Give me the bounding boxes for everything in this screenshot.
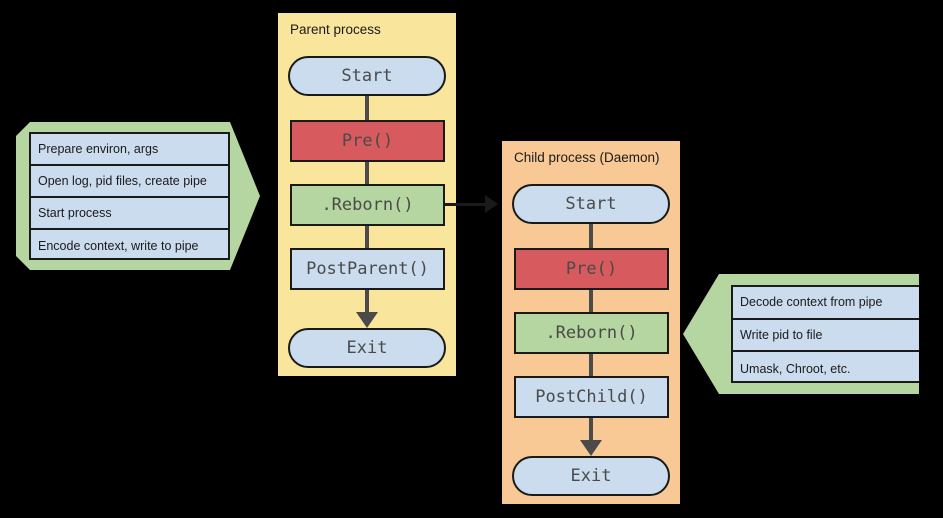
child-node-exit[interactable]: Exit [512,456,670,496]
cross-connector-reborn-to-child [445,203,485,206]
parent-connector-reborn-postparent [365,224,369,256]
list-item: Encode context, write to pipe [38,239,199,253]
child-connector-postchild-exit [589,416,593,452]
callout-child-reborn: Decode context from pipe Write pid to fi… [683,274,919,394]
cross-connector-arrowhead [485,195,498,213]
parent-connector-postparent-exit [365,288,369,324]
list-item: Prepare environ, args [31,134,228,166]
list-item: Decode context from pipe [733,287,919,320]
parent-process-title: Parent process [290,22,381,37]
parent-node-postparent[interactable]: PostParent() [290,248,445,290]
child-process-title: Child process (Daemon) [514,150,660,165]
child-arrowhead-exit [580,440,602,456]
parent-connector-pre-reborn [365,160,369,192]
parent-node-start[interactable]: Start [288,56,446,96]
list-item: Open log, pid files, create pipe [31,166,228,198]
list-item: Start process [31,198,228,230]
child-node-pre[interactable]: Pre() [514,248,669,290]
callout-parent-reborn: Prepare environ, args Open log, pid file… [16,122,260,270]
child-connector-reborn-postchild [589,352,593,384]
parent-connector-start-pre [365,92,369,132]
parent-arrowhead-exit [356,312,378,328]
callout-child-reborn-list: Decode context from pipe Write pid to fi… [731,285,919,383]
child-connector-start-pre [589,220,593,260]
child-connector-pre-reborn [589,288,593,320]
list-item: Umask, Chroot, etc. [740,361,851,376]
child-node-reborn[interactable]: .Reborn() [514,312,669,354]
child-node-start[interactable]: Start [512,184,670,224]
parent-node-reborn[interactable]: .Reborn() [290,184,445,226]
parent-node-exit[interactable]: Exit [288,328,446,368]
child-node-postchild[interactable]: PostChild() [514,376,669,418]
parent-node-pre[interactable]: Pre() [290,120,445,162]
list-item: Write pid to file [733,320,919,353]
callout-parent-reborn-list: Prepare environ, args Open log, pid file… [29,132,230,260]
